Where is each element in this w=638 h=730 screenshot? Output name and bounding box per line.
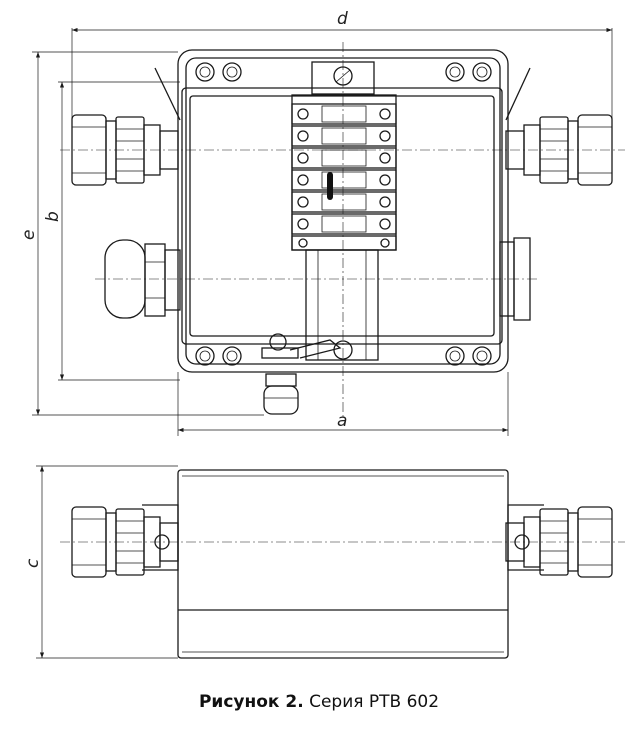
enclosure-inner [181,87,503,345]
corner-screw-icon [445,62,465,82]
corner-screw-icon [222,346,242,366]
corner-screw-icon [472,62,492,82]
dimension-label-d: d [337,9,348,29]
corner-screw-icon [195,62,215,82]
dimension-label-b: b [43,211,63,222]
cable-gland-bottom [263,373,299,415]
dimension-b: b [43,81,180,381]
dimension-c: c [23,465,178,659]
dimension-label-a: a [337,411,347,431]
figure-title: Серия РТВ 602 [309,692,440,712]
top-view [60,42,625,420]
side-view [60,469,625,659]
corner-screw-icon [222,62,242,82]
corner-screw-icon [445,346,465,366]
dimension-a: a [177,372,509,436]
corner-screw-icon [472,346,492,366]
figure-caption: Рисунок 2. Серия РТВ 602 [0,692,638,712]
ground-terminal [261,333,353,360]
dimension-label-e: e [19,230,39,240]
terminal-block [291,61,397,361]
enclosure-side [177,469,509,659]
corner-screw-icon [195,346,215,366]
figure-number: Рисунок 2. [198,692,304,712]
dimension-label-c: c [23,558,43,568]
dimension-d: d [71,9,613,118]
dimension-e: e [19,51,264,416]
